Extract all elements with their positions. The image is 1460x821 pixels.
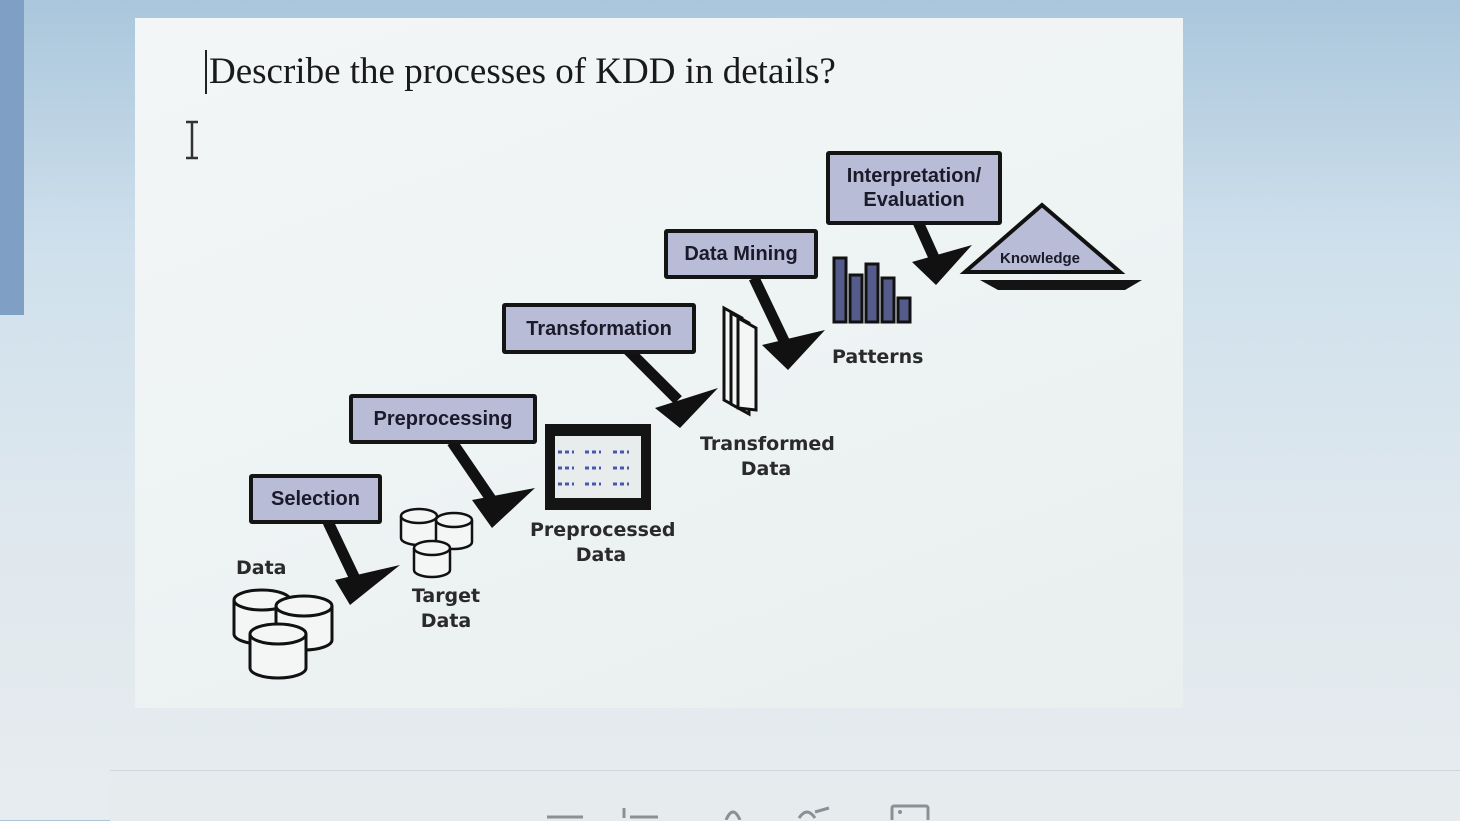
stage-data-mining-label: Data Mining bbox=[684, 243, 798, 265]
transformed-data-label: Transformed Data bbox=[700, 432, 835, 482]
text-cursor-icon bbox=[186, 120, 198, 160]
preprocessed-data-line2: Data bbox=[575, 544, 627, 566]
transformed-data-line2: Data bbox=[740, 458, 792, 480]
stage-interpretation-label-line1: Interpretation/ bbox=[846, 165, 982, 187]
stage-selection-label: Selection bbox=[271, 488, 360, 510]
arrow-icon bbox=[447, 438, 535, 528]
knowledge-label: Knowledge bbox=[1000, 250, 1081, 267]
document-page[interactable] bbox=[135, 18, 1183, 708]
patterns-label: Patterns bbox=[832, 346, 924, 368]
arrow-icon bbox=[749, 275, 825, 370]
transformed-data-line1: Transformed bbox=[700, 433, 835, 455]
preprocessed-data-line1: Preprocessed bbox=[530, 519, 676, 541]
arrow-icon bbox=[624, 346, 718, 428]
stacked-pages-icon bbox=[722, 305, 758, 417]
arrow-icon bbox=[323, 519, 400, 605]
data-label: Data bbox=[236, 557, 287, 579]
stage-transformation-label: Transformation bbox=[526, 317, 672, 340]
fill-color-icon[interactable] bbox=[718, 800, 748, 820]
list-icon[interactable] bbox=[545, 800, 585, 820]
preprocessed-data-label: Preprocessed Data bbox=[530, 518, 676, 568]
question-title: Describe the processes of KDD in details… bbox=[205, 50, 836, 94]
numbered-list-icon[interactable] bbox=[620, 800, 660, 820]
stage-selection: Selection bbox=[249, 474, 382, 524]
image-icon[interactable] bbox=[890, 800, 930, 820]
database-icon bbox=[232, 588, 334, 680]
stage-preprocessing-label: Preprocessing bbox=[373, 408, 513, 430]
spreadsheet-icon bbox=[545, 424, 651, 510]
bar-chart-icon bbox=[832, 256, 912, 324]
arrow-icon bbox=[912, 219, 972, 285]
target-data-label: Target Data bbox=[404, 584, 488, 634]
stage-interpretation-evaluation: Interpretation/ Evaluation bbox=[826, 151, 1002, 225]
stage-transformation: Transformation bbox=[502, 303, 696, 354]
stage-preprocessing: Preprocessing bbox=[349, 394, 537, 444]
window-edge bbox=[0, 0, 24, 315]
link-icon[interactable] bbox=[795, 800, 835, 820]
target-data-line2: Data bbox=[420, 610, 472, 632]
stage-interpretation-label-line2: Evaluation bbox=[863, 189, 965, 211]
database-icon bbox=[399, 507, 474, 579]
pyramid-icon bbox=[959, 202, 1142, 290]
editor-toolbar bbox=[110, 770, 1460, 821]
target-data-line1: Target bbox=[411, 585, 481, 607]
stage-data-mining: Data Mining bbox=[664, 229, 818, 279]
